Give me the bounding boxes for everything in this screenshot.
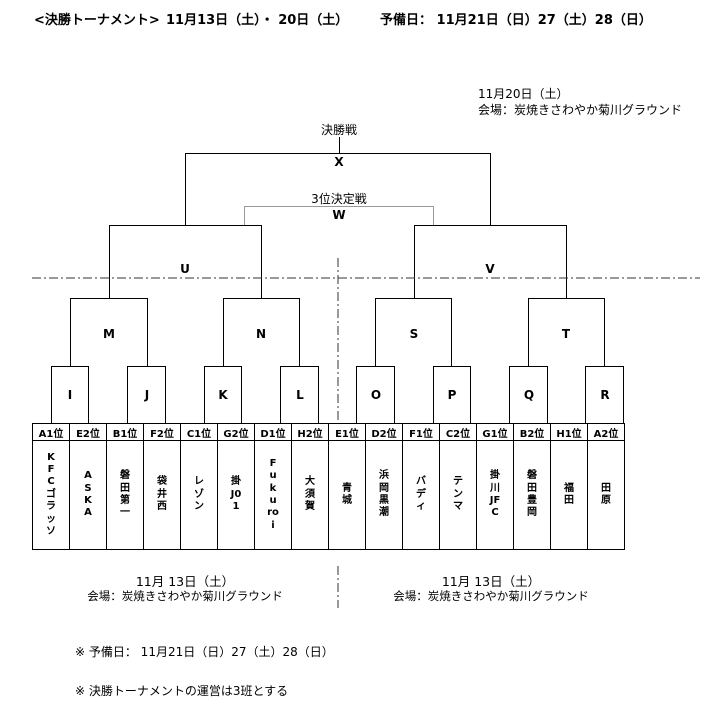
reserve-note: ※ 予備日： 11月21日（日）27（土）28（日） [75,645,334,659]
tournament-title: <決勝トーナメント> [34,13,160,28]
node-n: N [255,327,267,341]
final-venue: 会場：炭焼きさわやか菊川グラウンド [478,103,683,117]
team-position: E2位 [69,423,107,441]
team-position: F1位 [402,423,440,441]
team-name: 田原 [601,482,611,506]
final-date: 11月20日（土） [478,87,569,101]
team-position: C1位 [180,423,218,441]
third-place-label: 3位決定戦 [311,192,367,206]
team-name: KFCゴラッソ [46,451,56,538]
node-u: U [180,262,190,276]
team-position: D1位 [254,423,292,441]
teams-table: A1位 E2位 B1位 F2位 C1位 G2位 D1位 H2位 E1位 D2位 … [32,423,625,550]
tournament-dates: 11月13日（土）・ 20日（土） [166,13,349,28]
operation-note: ※ 決勝トーナメントの運営は3班とする [75,684,289,698]
node-p: P [447,388,457,402]
team-name: 掛J01 [230,476,242,513]
team-position: F2位 [143,423,181,441]
node-s: S [409,327,419,341]
team-name: バディ [416,476,426,513]
team-name: 磐田豊岡 [527,470,537,519]
team-name: 袋井西 [157,476,167,513]
node-v: V [485,262,495,276]
team-name: 大須賀 [305,476,315,513]
reserve-dates-header: 予備日： 11月21日（日）27（土）28（日） [380,13,652,28]
team-name: 福田 [564,482,574,506]
team-position: B2位 [513,423,551,441]
team-name: Fukuroi [267,457,279,531]
team-name: 磐田第一 [120,470,130,519]
node-i: I [67,388,73,402]
team-position: H2位 [291,423,329,441]
team-name: 青城 [342,482,352,506]
node-r: R [600,388,610,402]
node-m: M [103,327,115,341]
team-position: G1位 [476,423,514,441]
team-position: H1位 [550,423,588,441]
final-node: X [334,155,344,169]
team-name: 浜岡黒潮 [379,470,389,519]
node-q: Q [523,388,535,402]
team-position: E1位 [328,423,366,441]
team-position: A2位 [587,423,625,441]
team-name: テンマ [453,476,463,513]
team-position: G2位 [217,423,255,441]
team-position: A1位 [32,423,70,441]
node-j: J [144,388,150,402]
team-name: ASKA [84,470,92,519]
node-o: O [370,388,382,402]
team-position: B1位 [106,423,144,441]
team-position: C2位 [439,423,477,441]
left-group-venue: 会場：炭焼きさわやか菊川グラウンド [87,589,283,603]
team-name: 掛川JFC [489,470,501,519]
node-t: T [561,327,571,341]
node-l: L [296,388,304,402]
team-name: レゾン [194,476,204,513]
third-place-node: W [332,208,346,222]
node-k: K [218,388,228,402]
team-position: D2位 [365,423,403,441]
final-label: 決勝戦 [320,123,357,137]
right-group-venue: 会場：炭焼きさわやか菊川グラウンド [393,589,589,603]
left-group-date: 11月 13日（土） [135,574,235,589]
right-group-date: 11月 13日（土） [441,574,541,589]
